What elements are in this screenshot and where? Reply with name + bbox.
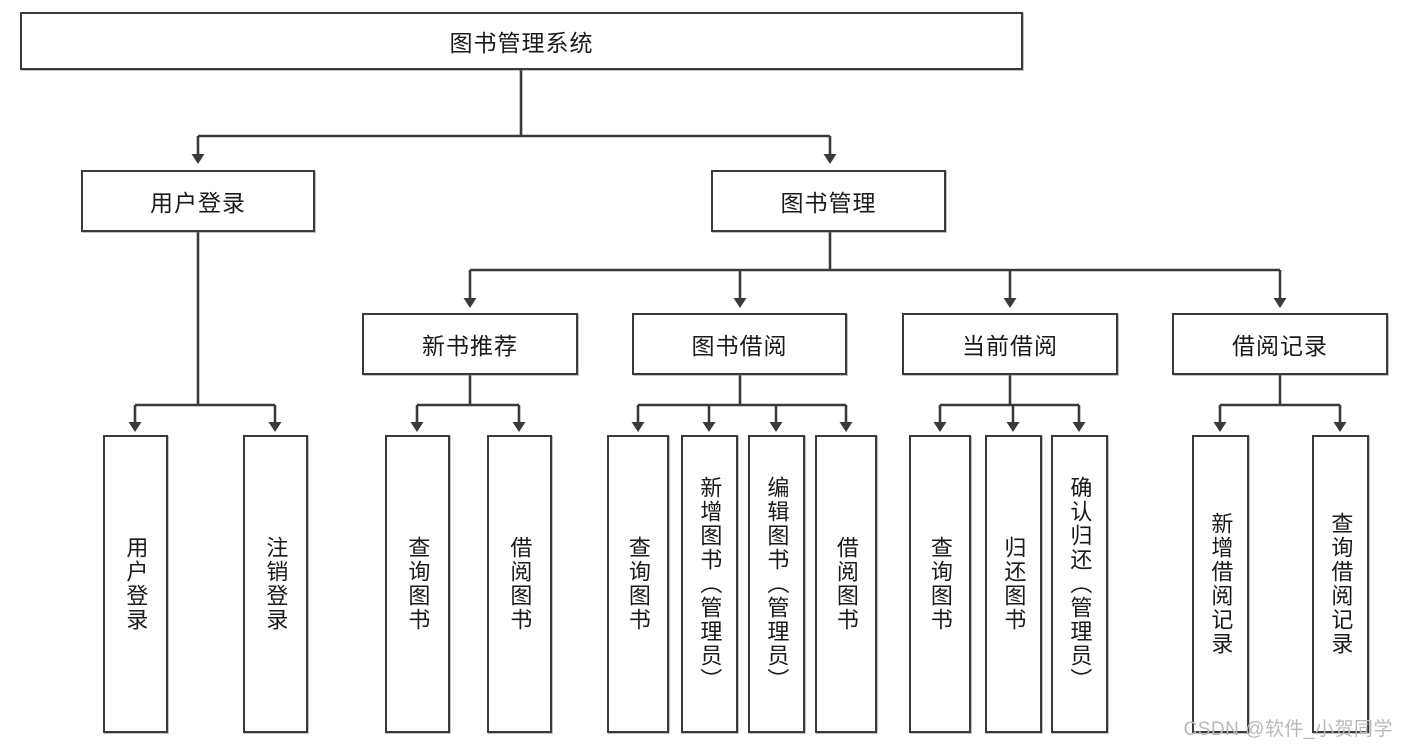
leaf-label: 查询图书 [927, 536, 953, 632]
leaf-recommend-query-book[interactable]: 查询图书 [385, 435, 450, 733]
leaf-label: 借阅图书 [833, 536, 859, 632]
leaf-label: 编辑图书（管理员） [764, 476, 790, 692]
leaf-label: 查询图书 [405, 536, 431, 632]
node-book-management[interactable]: 图书管理 [711, 170, 946, 232]
leaf-label: 注销登录 [263, 536, 289, 632]
watermark: CSDN @软件_小贺同学 [1183, 719, 1393, 740]
leaf-confirm-return-admin[interactable]: 确认归还（管理员） [1051, 435, 1108, 733]
node-user-login[interactable]: 用户登录 [81, 170, 315, 232]
node-new-book-recommend[interactable]: 新书推荐 [362, 313, 578, 375]
leaf-label: 新增借阅记录 [1208, 512, 1234, 656]
leaf-add-borrow-record[interactable]: 新增借阅记录 [1192, 435, 1249, 733]
leaf-user-logout[interactable]: 注销登录 [243, 435, 308, 733]
node-borrow-record[interactable]: 借阅记录 [1172, 313, 1388, 375]
node-label: 用户登录 [150, 190, 246, 216]
leaf-borrow-book[interactable]: 借阅图书 [815, 435, 877, 733]
node-label: 图书管理 [780, 190, 877, 216]
leaf-label: 新增图书（管理员） [697, 476, 723, 692]
leaf-label: 归还图书 [1001, 536, 1027, 632]
node-label: 当前借阅 [962, 333, 1058, 359]
leaf-user-login[interactable]: 用户登录 [103, 435, 168, 733]
node-book-borrow[interactable]: 图书借阅 [632, 313, 847, 375]
node-root-label: 图书管理系统 [449, 30, 594, 56]
leaf-label: 查询借阅记录 [1328, 512, 1354, 656]
node-label: 借阅记录 [1232, 333, 1328, 359]
leaf-label: 确认归还（管理员） [1067, 476, 1093, 692]
leaf-label: 查询图书 [625, 536, 651, 632]
leaf-label: 用户登录 [123, 536, 149, 632]
leaf-label: 借阅图书 [507, 536, 533, 632]
leaf-current-query-book[interactable]: 查询图书 [909, 435, 971, 733]
leaf-add-book-admin[interactable]: 新增图书（管理员） [681, 435, 738, 733]
node-root[interactable]: 图书管理系统 [20, 12, 1023, 70]
leaf-return-book[interactable]: 归还图书 [985, 435, 1042, 733]
node-label: 图书借阅 [691, 333, 788, 359]
node-current-borrow[interactable]: 当前借阅 [902, 313, 1118, 375]
leaf-query-borrow-record[interactable]: 查询借阅记录 [1312, 435, 1369, 733]
leaf-edit-book-admin[interactable]: 编辑图书（管理员） [748, 435, 805, 733]
leaf-borrow-query-book[interactable]: 查询图书 [607, 435, 669, 733]
leaf-recommend-borrow-book[interactable]: 借阅图书 [487, 435, 552, 733]
node-label: 新书推荐 [422, 333, 518, 359]
